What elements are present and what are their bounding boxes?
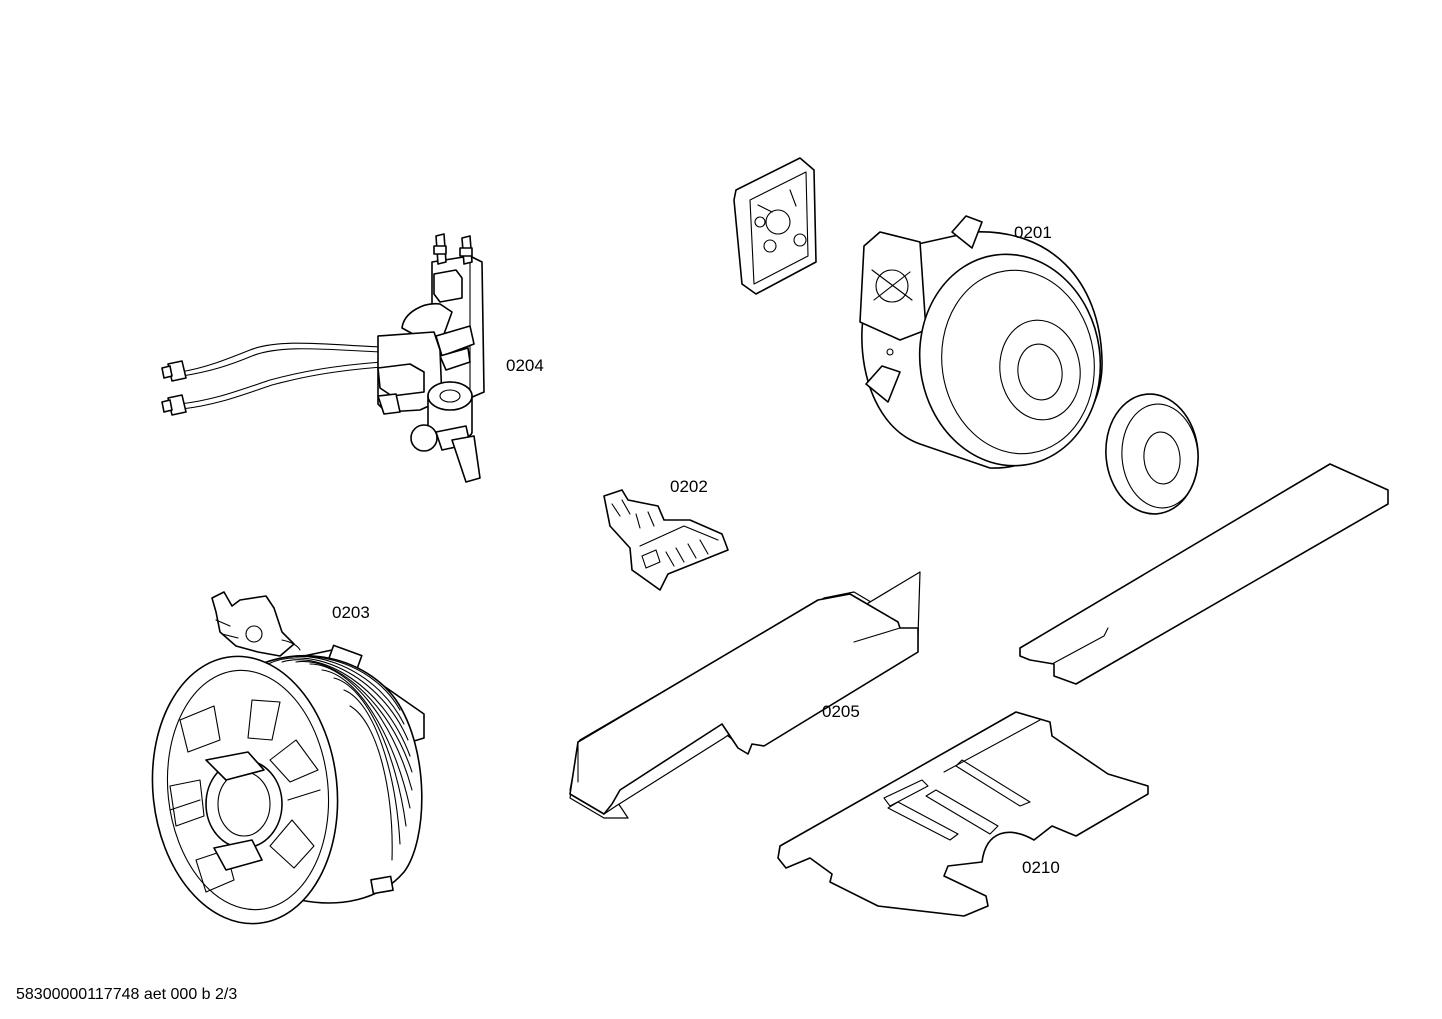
label-0205: 0205 (822, 702, 860, 721)
label-0204: 0204 (506, 356, 544, 375)
drawing-reference-number: 58300000117748 aet 000 b 2/3 (16, 986, 237, 1003)
switch-drawing (603, 489, 729, 591)
filter-mat-right-drawing (1019, 463, 1389, 685)
label-0202: 0202 (670, 477, 708, 496)
motor-assembly-drawing (733, 157, 1103, 469)
motor-ring-gasket-drawing (1105, 393, 1199, 515)
filter-mat-left-drawing (569, 571, 921, 819)
cable-reel-drawing (151, 591, 425, 925)
label-0201: 0201 (1014, 223, 1052, 242)
label-0210: 0210 (1022, 858, 1060, 877)
foam-plate-drawing (777, 711, 1149, 917)
electronics-assembly-drawing (161, 233, 485, 483)
label-0203: 0203 (332, 603, 370, 622)
